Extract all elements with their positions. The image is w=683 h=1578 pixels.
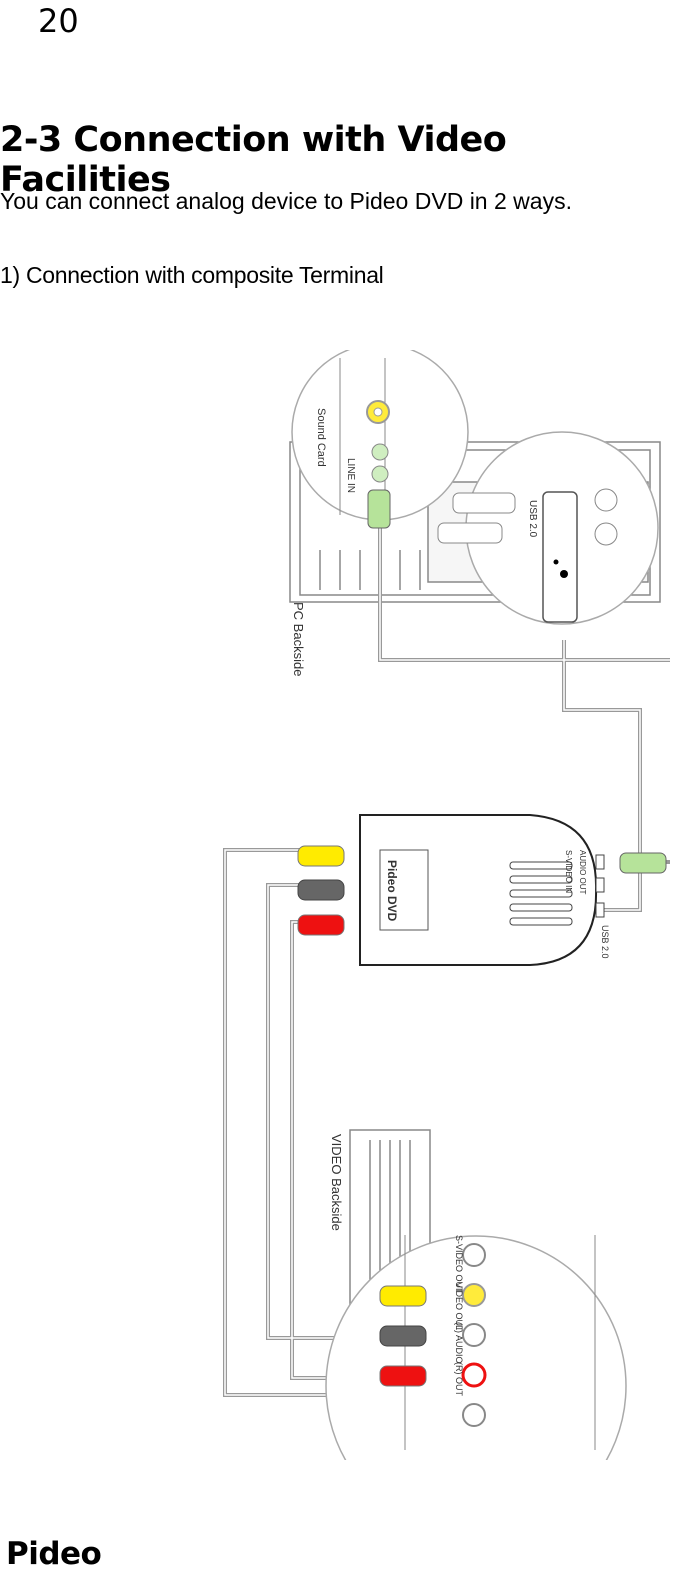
line-in-label: LINE IN — [345, 458, 356, 493]
subheading: 1) Connection with composite Terminal — [0, 262, 384, 288]
usb-magnifier — [437, 431, 659, 625]
video-backside-label: VIDEO Backside — [329, 1134, 344, 1231]
audio-l-label: (L) AUDIO — [454, 1322, 464, 1364]
device-brand: Pideo DVD — [385, 860, 399, 922]
pideo-dvd-device — [359, 814, 605, 966]
pideo-logo: Pideo — [6, 1536, 102, 1572]
intro-text: You can connect analog device to Pideo D… — [0, 188, 572, 214]
video-magnifier — [325, 1235, 627, 1460]
video-out-label: VIDEO OUT — [454, 1282, 464, 1332]
device-svideo-in: S-VIDEO IN — [564, 850, 573, 893]
usb-port-label: USB 2.0 — [527, 500, 538, 538]
sound-card-label: Sound Card — [315, 408, 327, 467]
device-usb-label: USB 2.0 — [600, 925, 610, 959]
red-plug-device — [297, 914, 345, 936]
yellow-plug-device — [297, 845, 345, 867]
section-title: 2-3 Connection with Video Facilities — [0, 120, 507, 200]
white-plug-video — [379, 1325, 427, 1347]
svideo-out-label: S-VIDEO OUT — [454, 1235, 464, 1294]
audio-out-plug — [619, 852, 667, 874]
line-in-plug — [367, 489, 391, 529]
sound-card-magnifier — [291, 350, 469, 521]
white-plug-device — [297, 879, 345, 901]
page-number: 20 — [38, 2, 79, 40]
device-audio-out: AUDIO OUT — [578, 850, 587, 895]
red-plug-video — [379, 1365, 427, 1387]
yellow-plug-video — [379, 1285, 427, 1307]
connection-diagram: PC Backside Sound Card LINE IN USB 2.0 — [223, 350, 670, 1460]
audio-r-label: (R) OUT — [454, 1362, 464, 1396]
pc-backside-label: PC Backside — [291, 602, 306, 676]
